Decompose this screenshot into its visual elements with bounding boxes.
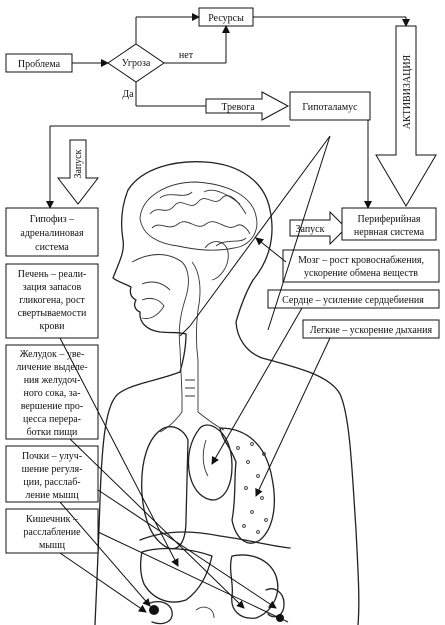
yes-label: Да [122,89,134,100]
resources-node: Ресурсы [198,7,254,27]
stomach-line-5: вершение про- [21,401,84,412]
heart-box: Сердце – усиление сердцебиения [267,289,440,309]
liver-line-5: крови [40,321,66,332]
stomach-line-4: ного сока, за- [23,388,80,399]
brain-box: Мозг – рост кровоснабжения, ускорение об… [282,249,440,283]
kidneys-line-4: ление мышц [25,490,79,501]
intestine-line-3: мышц [39,540,66,551]
intestine-line-1: Кишечник – [26,514,79,525]
kidneys-line-3: ции, расслаб- [23,477,80,488]
problem-label: Проблема [18,59,61,70]
organ-pointers [59,135,331,623]
stomach-box: Желудок – уве- личение выделе- ния желуд… [5,344,99,440]
stomach-line-6: цесса перера- [23,414,81,425]
lungs-line-1: Легкие – ускорение дыхания [310,325,433,336]
pituitary-node: Гипофиз – адреналиновая система [5,207,99,257]
kidneys-box: Почки – улуч- шение регуля- ции, расслаб… [5,445,99,503]
alarm-arrow: Тревога [205,91,290,121]
liver-line-1: Печень – реали- [18,269,87,280]
kidneys-line-1: Почки – улуч- [22,451,82,462]
stomach-line-7: ботки пищи [27,427,78,438]
no-label: нет [179,50,194,61]
brain-line-2: ускорение обмена веществ [304,268,418,279]
intestine-box: Кишечник – расслабление мышц [5,508,99,554]
activation-arrow: АКТИВИЗАЦИЯ [375,25,437,207]
resources-label: Ресурсы [208,13,244,24]
kidneys-line-2: шение регуля- [22,464,83,475]
problem-node: Проблема [5,53,73,73]
hypothalamus-label: Гипоталамус [302,102,358,113]
intestine-line-2: расслабление [23,527,81,538]
stomach-line-1: Желудок – уве- [20,349,85,360]
pituitary-line-3: система [35,242,69,253]
hypothalamus-node: Гипоталамус [289,91,371,121]
peripheral-line-2: нервная система [354,227,425,238]
launch-right-arrow: Запуск [289,210,347,246]
launch-right-label: Запуск [296,224,325,235]
liver-box: Печень – реали- зация запасов гликогена,… [5,263,99,339]
heart-line-1: Сердце – усиление сердцебиения [282,295,424,306]
liver-line-3: гликогена, рост [19,295,85,306]
launch-left-label: Запуск [73,149,84,178]
liver-line-4: свертываемости [18,308,87,319]
peripheral-node: Периферийная нервная система [341,207,437,241]
brain-line-1: Мозг – рост кровоснабжения, [298,255,424,266]
stomach-line-2: личение выделе- [16,362,87,373]
threat-label: Угроза [122,58,151,69]
pituitary-line-2: адреналиновая [20,228,84,239]
flow-connectors [46,13,410,337]
launch-left-arrow: Запуск [56,139,100,205]
alarm-label: Тревога [221,102,255,113]
threat-decision: Угроза [107,43,165,83]
pituitary-line-1: Гипофиз – [30,214,75,225]
stomach-line-3: ния желудоч- [24,375,81,386]
liver-line-2: зация запасов [23,282,82,293]
peripheral-line-1: Периферийная [357,214,420,225]
lungs-box: Легкие – ускорение дыхания [302,319,440,339]
human-figure-illustration [94,161,360,625]
activation-label: АКТИВИЗАЦИЯ [402,54,413,129]
